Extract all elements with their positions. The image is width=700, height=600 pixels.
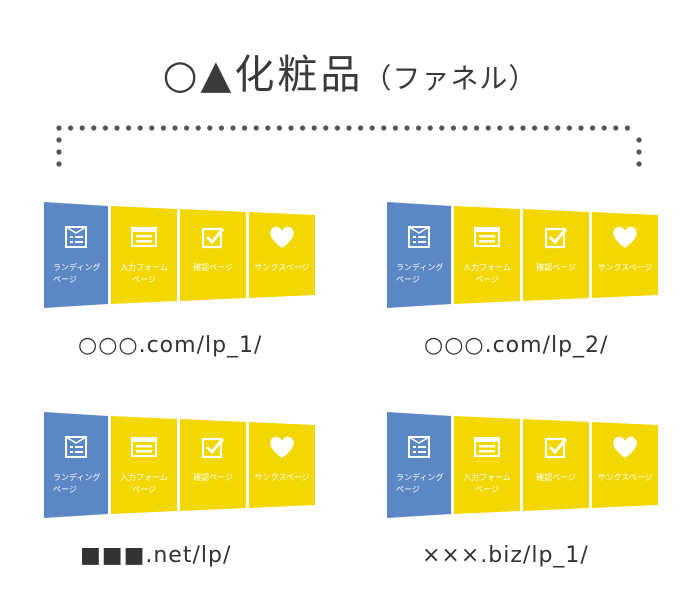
funnel-step-4: サンクスページ (249, 202, 315, 308)
step-shape (454, 416, 520, 514)
funnel-2-url: ○○○.com/lp_2/ (424, 333, 609, 358)
heart-icon (592, 224, 658, 252)
title-main: ○▲化粧品 (162, 52, 364, 98)
heart-icon (249, 434, 315, 462)
step-shape (249, 212, 315, 298)
step-shape (387, 412, 451, 518)
step-label: サンクスページ (597, 473, 653, 482)
funnel-step-1: ランディング ページ (387, 412, 451, 518)
funnel-3: ランディング ページ入力フォーム ページ 確認ページ サンクスページ (44, 412, 315, 518)
funnel-step-1: ランディング ページ (44, 412, 108, 518)
funnel-step-3: 確認ページ (523, 412, 589, 518)
funnel-step-3: 確認ページ (180, 412, 246, 518)
checkbox-icon (180, 224, 246, 252)
funnel-step-1: ランディング ページ (44, 202, 108, 308)
funnel-step-4: サンクスページ (592, 412, 658, 518)
funnel-1: ランディング ページ入力フォーム ページ 確認ページ サンクスページ (44, 202, 315, 308)
funnel-step-1: ランディング ページ (387, 202, 451, 308)
form-list-icon (44, 434, 108, 462)
funnel-step-3: 確認ページ (523, 202, 589, 308)
step-label: 確認ページ (536, 263, 576, 272)
step-shape (592, 422, 658, 508)
checkbox-icon (523, 434, 589, 462)
checkbox-icon (523, 224, 589, 252)
step-label: 入力フォーム ページ (120, 473, 168, 494)
step-label: サンクスページ (254, 473, 310, 482)
step-label: 確認ページ (193, 263, 233, 272)
funnel-step-2: 入力フォーム ページ (454, 412, 520, 518)
step-shape (111, 206, 177, 304)
step-shape (44, 412, 108, 518)
step-shape (523, 209, 589, 301)
step-label: 確認ページ (193, 473, 233, 482)
step-label: サンクスページ (597, 263, 653, 272)
funnel-step-4: サンクスページ (249, 412, 315, 518)
input-form-icon (111, 434, 177, 462)
step-label: ランディング ページ (53, 473, 101, 494)
step-label: 入力フォーム ページ (463, 473, 511, 494)
input-form-icon (111, 224, 177, 252)
step-label: 確認ページ (536, 473, 576, 482)
funnel-step-4: サンクスページ (592, 202, 658, 308)
step-label: 入力フォーム ページ (120, 263, 168, 284)
step-label: 入力フォーム ページ (463, 263, 511, 284)
diagram-title: ○▲化粧品（ファネル） (0, 50, 700, 104)
step-shape (44, 202, 108, 308)
step-shape (387, 202, 451, 308)
dotted-bracket (56, 125, 642, 167)
funnel-1-url: ○○○.com/lp_1/ (78, 333, 263, 358)
step-label: ランディング ページ (53, 263, 101, 284)
step-shape (249, 422, 315, 508)
heart-icon (249, 224, 315, 252)
step-shape (180, 419, 246, 511)
step-label: ランディング ページ (396, 263, 444, 284)
step-shape (111, 416, 177, 514)
funnel-step-2: 入力フォーム ページ (111, 412, 177, 518)
step-shape (180, 209, 246, 301)
funnel-4-url: ×××.biz/lp_1/ (422, 543, 589, 568)
input-form-icon (454, 224, 520, 252)
checkbox-icon (180, 434, 246, 462)
form-list-icon (387, 434, 451, 462)
step-label: ランディング ページ (396, 473, 444, 494)
funnel-2: ランディング ページ入力フォーム ページ 確認ページ サンクスページ (387, 202, 658, 308)
step-shape (592, 212, 658, 298)
funnel-step-2: 入力フォーム ページ (454, 202, 520, 308)
title-sub: （ファネル） (363, 62, 538, 95)
funnel-step-2: 入力フォーム ページ (111, 202, 177, 308)
funnel-3-url: ■■■.net/lp/ (80, 543, 232, 568)
form-list-icon (387, 224, 451, 252)
heart-icon (592, 434, 658, 462)
step-shape (454, 206, 520, 304)
step-label: サンクスページ (254, 263, 310, 272)
funnel-4: ランディング ページ入力フォーム ページ 確認ページ サンクスページ (387, 412, 658, 518)
step-shape (523, 419, 589, 511)
form-list-icon (44, 224, 108, 252)
funnel-step-3: 確認ページ (180, 202, 246, 308)
input-form-icon (454, 434, 520, 462)
